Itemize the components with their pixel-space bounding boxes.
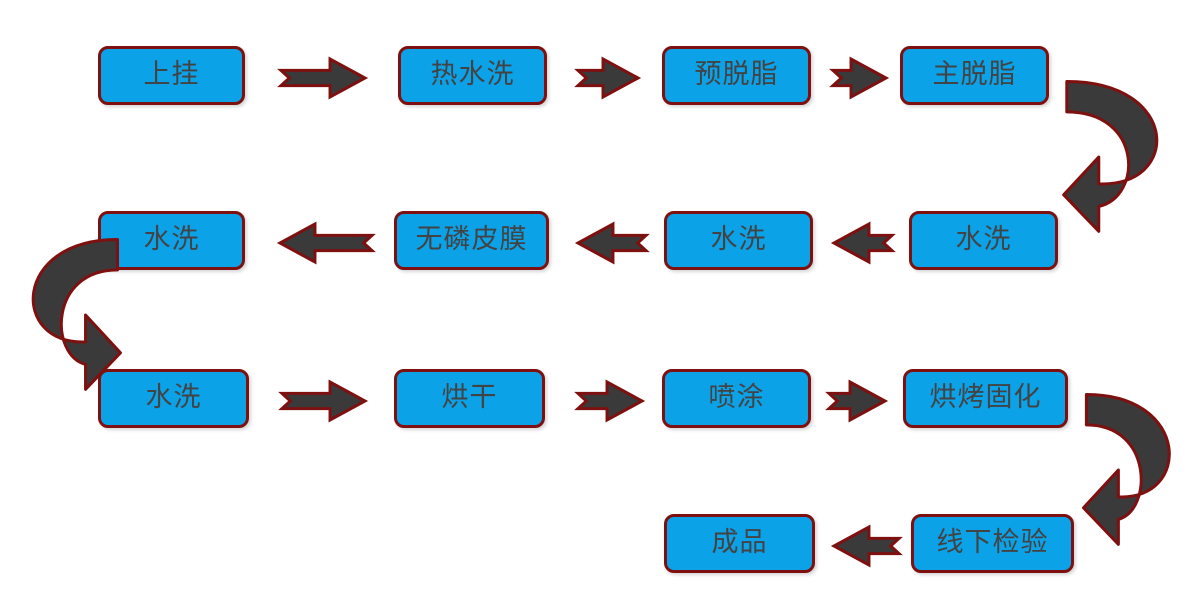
process-node-n5[interactable]: 水洗	[909, 211, 1058, 270]
process-node-label: 成品	[711, 527, 768, 557]
arrow-right-icon	[277, 56, 369, 100]
process-node-n9[interactable]: 水洗	[98, 369, 249, 428]
process-node-label: 水洗	[143, 224, 200, 254]
process-node-label: 喷涂	[708, 382, 765, 412]
arrow-right-icon	[829, 56, 890, 100]
arrow-uturn-left-icon	[10, 234, 122, 391]
process-node-n8[interactable]: 水洗	[98, 211, 245, 270]
arrow-right-icon	[574, 56, 642, 100]
process-node-n2[interactable]: 热水洗	[398, 46, 547, 105]
arrow-right-icon	[574, 379, 646, 423]
arrow-uturn-right-icon	[1082, 389, 1192, 546]
arrow-right-icon	[825, 379, 889, 423]
process-node-n4[interactable]: 主脱脂	[900, 46, 1049, 105]
process-node-label: 线下检验	[936, 527, 1049, 557]
process-node-n11[interactable]: 喷涂	[662, 369, 811, 428]
process-node-n7[interactable]: 无磷皮膜	[394, 211, 549, 270]
arrow-left-icon	[830, 221, 896, 265]
process-node-label: 热水洗	[430, 59, 515, 89]
process-node-label: 水洗	[955, 224, 1012, 254]
process-node-label: 无磷皮膜	[415, 224, 528, 254]
process-node-label: 烘烤固化	[929, 382, 1042, 412]
process-node-n10[interactable]: 烘干	[394, 369, 545, 428]
process-node-label: 烘干	[441, 382, 498, 412]
arrow-left-icon	[574, 221, 650, 265]
process-node-n6[interactable]: 水洗	[664, 211, 813, 270]
process-node-n3[interactable]: 预脱脂	[662, 46, 811, 105]
process-node-label: 预脱脂	[694, 59, 779, 89]
process-node-n12[interactable]: 烘烤固化	[903, 369, 1068, 428]
process-node-label: 主脱脂	[932, 59, 1017, 89]
process-node-label: 水洗	[710, 224, 767, 254]
process-node-n1[interactable]: 上挂	[98, 46, 245, 105]
process-node-label: 上挂	[143, 59, 200, 89]
process-node-label: 水洗	[145, 382, 202, 412]
arrow-left-icon	[276, 221, 376, 265]
arrow-uturn-right-icon	[1062, 76, 1182, 233]
arrow-right-icon	[278, 379, 369, 423]
process-node-n13[interactable]: 线下检验	[911, 514, 1074, 573]
arrow-left-icon	[830, 524, 903, 568]
process-node-n14[interactable]: 成品	[664, 514, 815, 573]
